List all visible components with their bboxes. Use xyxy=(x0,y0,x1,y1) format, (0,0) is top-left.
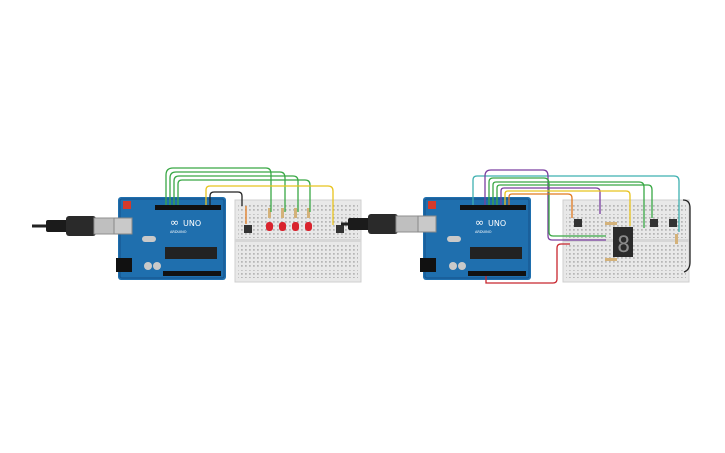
resistor xyxy=(675,234,678,244)
power-jack xyxy=(420,258,436,272)
wire-yellow[interactable] xyxy=(504,190,631,226)
pushbutton[interactable] xyxy=(244,225,252,233)
resistor xyxy=(307,208,310,218)
usb-cable-1[interactable] xyxy=(32,216,117,236)
usb-port xyxy=(113,217,133,235)
wire-green[interactable] xyxy=(173,175,299,212)
wires-1 xyxy=(165,167,334,225)
usb-cable-2[interactable] xyxy=(341,214,419,234)
wire-orange[interactable] xyxy=(508,193,573,218)
board-logo: ∞ xyxy=(170,216,179,229)
crystal xyxy=(142,236,156,242)
reset-button[interactable] xyxy=(428,201,436,209)
board-model: UNO xyxy=(488,219,506,228)
resistor xyxy=(605,222,617,225)
led-red[interactable] xyxy=(305,222,312,231)
capacitor xyxy=(458,262,466,270)
resistor xyxy=(294,208,297,218)
led-red[interactable] xyxy=(266,222,273,231)
capacitor xyxy=(153,262,161,270)
board-logo: ∞ xyxy=(475,216,484,229)
crystal xyxy=(447,236,461,242)
pin-header-top xyxy=(155,205,221,210)
pushbutton[interactable] xyxy=(669,219,677,227)
pin-header-bottom xyxy=(163,271,221,276)
led-red[interactable] xyxy=(292,222,299,231)
capacitor xyxy=(144,262,152,270)
arduino-uno-board-1[interactable]: ∞ UNO ARDUINO xyxy=(113,197,226,280)
wire-black[interactable] xyxy=(682,199,691,273)
display-digit: 8 xyxy=(617,233,630,258)
pushbutton[interactable] xyxy=(650,219,658,227)
microcontroller-chip xyxy=(470,247,522,259)
reset-button[interactable] xyxy=(123,201,131,209)
board-model: UNO xyxy=(183,219,201,228)
wire-red[interactable] xyxy=(485,243,570,284)
wire-teal[interactable] xyxy=(472,175,680,232)
pin-header-bottom xyxy=(468,271,526,276)
pushbutton[interactable] xyxy=(574,219,582,227)
wire-green[interactable] xyxy=(488,177,606,237)
board-brand: ARDUINO xyxy=(475,230,492,234)
capacitor xyxy=(449,262,457,270)
resistor xyxy=(268,208,271,218)
wire-black[interactable] xyxy=(209,191,243,206)
power-jack xyxy=(116,258,132,272)
seven-segment-display[interactable]: 8 xyxy=(613,227,633,258)
resistor xyxy=(281,208,284,218)
board-brand: ARDUINO xyxy=(170,230,187,234)
wire-yellow[interactable] xyxy=(205,185,334,225)
resistor xyxy=(605,258,617,261)
circuit-1: ∞ UNO ARDUINO xyxy=(32,167,362,283)
wire-green[interactable] xyxy=(177,179,311,212)
wire-green[interactable] xyxy=(496,184,653,218)
pushbutton[interactable] xyxy=(336,225,344,233)
arduino-uno-board-2[interactable]: ∞ UNO ARDUINO xyxy=(417,197,531,280)
led-row-1 xyxy=(266,208,312,231)
breadboard-1[interactable] xyxy=(234,199,362,283)
led-red[interactable] xyxy=(279,222,286,231)
microcontroller-chip xyxy=(165,247,217,259)
wires-2 xyxy=(472,169,691,284)
wire-purple[interactable] xyxy=(484,169,606,241)
pin-header-top xyxy=(460,205,526,210)
circuit-2: ∞ UNO ARDUINO 8 xyxy=(417,169,691,284)
usb-port xyxy=(417,215,437,233)
